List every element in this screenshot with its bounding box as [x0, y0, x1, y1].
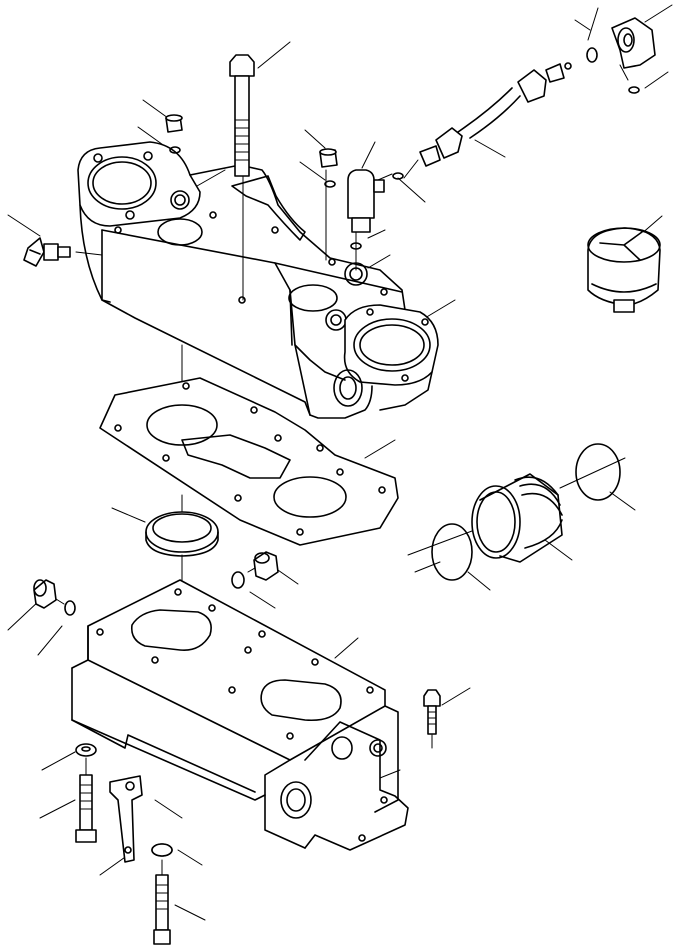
seal-ring [145, 511, 219, 557]
plug-upper-mid [319, 148, 338, 188]
leader-lines [7, 4, 673, 921]
long-bolt-lower-left [75, 743, 97, 843]
fitting-left [23, 237, 71, 267]
lower-manifold [71, 579, 409, 851]
short-bolt-right [423, 689, 441, 735]
plug-center [231, 551, 279, 589]
upper-gasket [99, 377, 399, 546]
thermostat [587, 227, 661, 313]
elbow-fitting [611, 17, 656, 94]
pipe-assembly [419, 47, 598, 167]
washer-bottom [151, 843, 173, 857]
plug-upper-left [165, 114, 183, 154]
upper-manifold [77, 141, 439, 419]
sender-unit [347, 169, 404, 250]
plug-left [33, 579, 76, 616]
long-bolt-bottom [151, 843, 173, 945]
seal-disc-right [575, 443, 621, 501]
thermostat-housing [471, 473, 563, 563]
seal-disc-left [431, 523, 473, 581]
long-bolt-top [229, 54, 255, 177]
bracket [109, 775, 143, 863]
